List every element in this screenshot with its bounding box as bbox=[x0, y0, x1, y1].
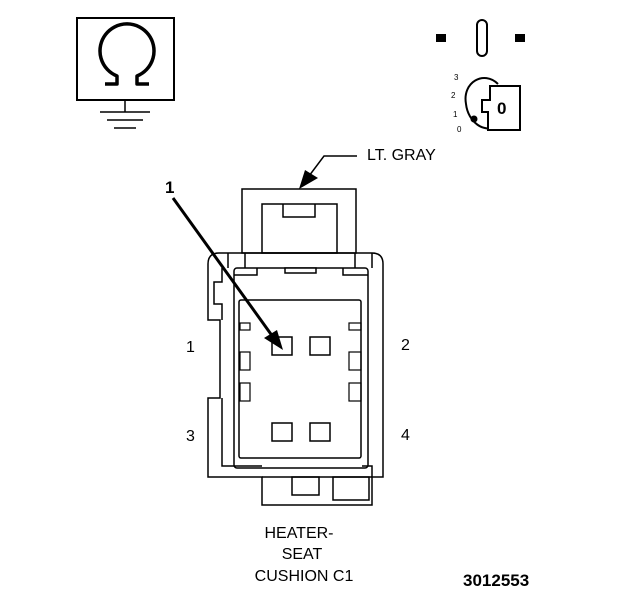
callout-arrow-shaft bbox=[171, 197, 275, 338]
terminal-cavities bbox=[271, 336, 331, 442]
pin-label-2: 2 bbox=[401, 337, 410, 354]
terminal-cavity-pin3 bbox=[271, 422, 293, 442]
wire-color-label: LT. GRAY bbox=[367, 147, 436, 164]
ignition-pos-1: 1 bbox=[453, 110, 458, 119]
ignition-pos-3: 3 bbox=[454, 73, 459, 82]
callout-arrowhead bbox=[264, 330, 283, 350]
caption-line-1: HEATER- bbox=[264, 525, 333, 542]
terminal-cavity-pin4 bbox=[309, 422, 331, 442]
ignition-key-icon: 3 2 1 0 0 bbox=[436, 19, 525, 134]
caption-line-3: CUSHION C1 bbox=[255, 568, 354, 585]
callout-number: 1 bbox=[165, 178, 174, 197]
caption-line-2: SEAT bbox=[282, 546, 323, 563]
pin-label-1: 1 bbox=[186, 339, 195, 356]
key-position-digit: 0 bbox=[497, 99, 506, 118]
ignition-pos-0: 0 bbox=[457, 125, 462, 134]
ignition-pos-2: 2 bbox=[451, 91, 456, 100]
pin-label-3: 3 bbox=[186, 428, 195, 445]
connector-body bbox=[207, 188, 384, 506]
terminal-cavity-pin1 bbox=[271, 336, 293, 356]
ohmmeter-icon bbox=[76, 17, 175, 129]
wire-color-arrowhead bbox=[299, 170, 318, 189]
figure-number: 3012553 bbox=[463, 571, 529, 590]
pin-label-4: 4 bbox=[401, 427, 410, 444]
side-slots bbox=[239, 322, 362, 402]
terminal-cavity-pin2 bbox=[309, 336, 331, 356]
